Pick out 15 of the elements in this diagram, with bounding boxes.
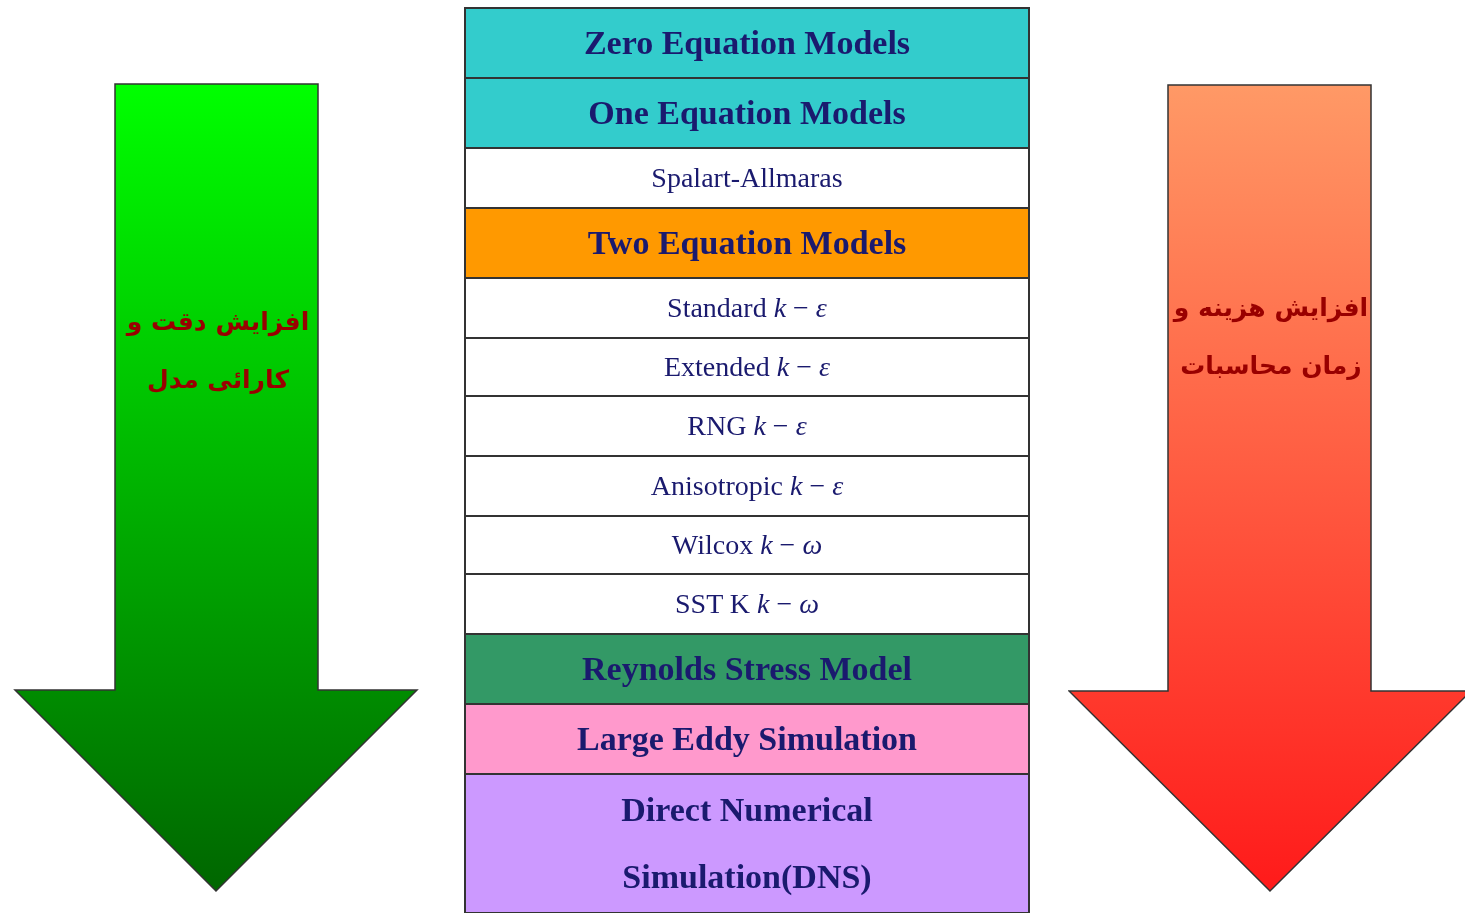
model-row: Standard k − ε <box>464 277 1030 339</box>
category-row: Two Equation Models <box>464 207 1030 279</box>
category-row: Large Eddy Simulation <box>464 703 1030 775</box>
model-row: Anisotropic k − ε <box>464 455 1030 517</box>
category-row: Direct Numerical Simulation(DNS) <box>464 773 1030 913</box>
model-row: Extended k − ε <box>464 337 1030 397</box>
category-row: Reynolds Stress Model <box>464 633 1030 705</box>
model-row: RNG k − ε <box>464 395 1030 457</box>
model-row: SST K k − ω <box>464 573 1030 635</box>
arrow-text: افزایش هزینه و زمان محاسبات <box>1171 292 1370 382</box>
model-row: Spalart-Allmaras <box>464 147 1030 209</box>
model-row: Wilcox k − ω <box>464 515 1030 575</box>
category-row: One Equation Models <box>464 77 1030 149</box>
category-row: Zero Equation Models <box>464 7 1030 79</box>
arrow-text: افزایش دقت و کارائی مدل <box>124 306 311 396</box>
